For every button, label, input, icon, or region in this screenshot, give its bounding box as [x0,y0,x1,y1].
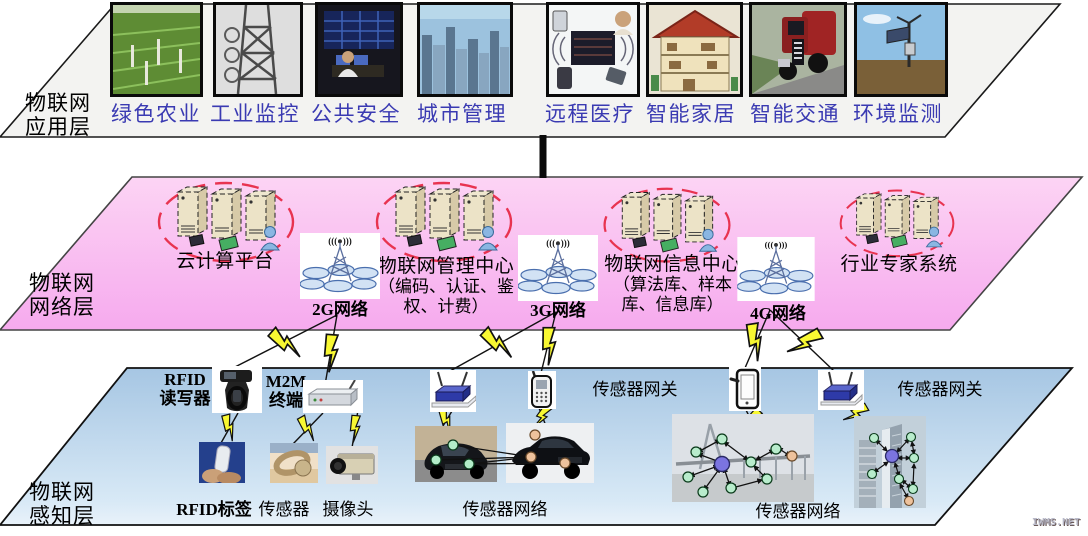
sensor-label: 传感器 [258,500,310,519]
bridge-sensor-network [672,414,814,502]
app-label-smart-transport: 智能交通 [750,102,840,126]
app-label-public-safety: 公共安全 [311,102,401,126]
cell-label-4g: 4G网络 [750,304,806,323]
wifi-router-left-icon [430,370,476,412]
expert-system-servers-icon [832,188,962,262]
management-center-title: 物联网管理中心 [377,256,515,277]
building-sensor-network [854,416,926,508]
car-photo-right [506,423,594,483]
app-label-industrial-monitoring: 工业监控 [210,102,300,126]
phone-gateway-icon [528,371,556,409]
sensor-icon [270,443,318,483]
rfid-tag-icon [199,442,245,483]
watermark: IWMS.NET [1032,517,1081,528]
tower-3g-icon [518,235,598,301]
tablet-gateway-icon [729,367,761,411]
smart-transport-image [749,2,847,97]
management-center-servers-icon [374,180,514,268]
app-label-city-management: 城市管理 [417,102,507,126]
public-safety-image [315,2,403,97]
green-agriculture-image [110,2,203,97]
city-management-image [417,2,513,97]
wifi-router-right-icon [818,370,864,410]
car-sensor-network [415,423,595,485]
tower-2g-icon [300,233,380,299]
app-label-green-agriculture: 绿色农业 [111,102,201,126]
app-label-telemedicine: 远程医疗 [545,102,635,126]
information-center-sub2: 库、信息库） [621,295,724,314]
expert-system-title: 行业专家系统 [840,254,958,275]
telemedicine-image [546,2,640,97]
m2m-terminal-icon [303,380,363,413]
cell-label-3g: 3G网络 [530,301,586,320]
app-label-environment-monitoring: 环境监测 [853,102,943,126]
management-center-sub1: （编码、认证、鉴 [378,277,514,296]
tower-4g-icon [736,237,816,301]
app-label-smart-home: 智能家居 [646,102,736,126]
information-center-title: 物联网信息中心 [604,254,741,275]
industrial-monitoring-image [213,2,303,97]
sensor-gateway-left-label: 传感器网关 [592,380,678,399]
car-network-overlay [430,429,571,470]
management-center-sub2: 权、计费） [403,297,489,316]
rfid-tag-label: RFID标签 [176,500,252,519]
camera-icon [326,446,378,484]
network-layer-label: 物联网网络层 [29,271,95,319]
camera-label: 摄像头 [322,500,374,519]
car-network-label: 传感器网络 [462,500,548,519]
cloud-platform-title: 云计算平台 [176,251,274,272]
application-layer-label: 物联网应用层 [25,91,91,139]
smart-home-image [646,2,743,97]
sensor-gateway-right-label: 传感器网关 [897,380,983,399]
environment-monitoring-image [854,2,948,97]
bridge-network-label: 传感器网络 [755,502,841,521]
cell-label-2g: 2G网络 [312,300,368,319]
rfid-reader-icon [212,366,262,413]
information-center-sub1: （算法库、样本 [613,275,732,294]
perception-layer-label: 物联网感知层 [29,480,95,528]
